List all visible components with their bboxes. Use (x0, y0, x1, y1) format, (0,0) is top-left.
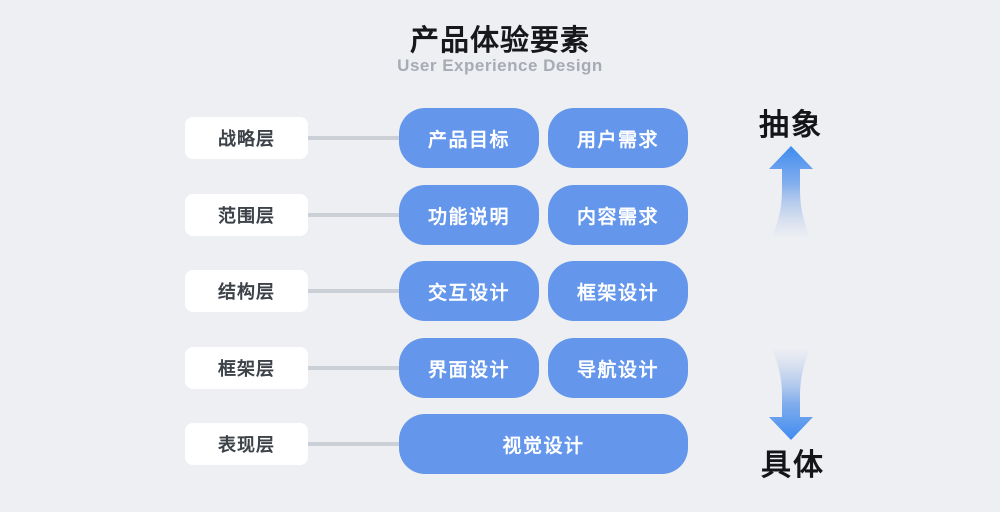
connector-line (308, 213, 399, 217)
box-group: 功能说明 内容需求 (399, 185, 688, 245)
concrete-label: 具体 (761, 449, 825, 482)
connector-line (308, 136, 399, 140)
layer-label-structure: 结构层 (185, 270, 308, 312)
page-subtitle: User Experience Design (397, 56, 603, 75)
connector-line (308, 289, 399, 293)
connector-line (308, 442, 399, 446)
layer-row-surface: 表现层 视觉设计 (185, 414, 688, 474)
element-box-product-goals: 产品目标 (399, 108, 539, 168)
connector-line (308, 366, 399, 370)
up-arrow-icon (768, 146, 814, 237)
layer-label-strategy: 战略层 (185, 117, 308, 159)
element-box-framework-design: 框架设计 (548, 261, 688, 321)
element-box-visual-design: 视觉设计 (399, 414, 688, 474)
layer-row-skeleton: 框架层 界面设计 导航设计 (185, 338, 688, 398)
layer-row-strategy: 战略层 产品目标 用户需求 (185, 108, 688, 168)
box-group: 界面设计 导航设计 (399, 338, 688, 398)
element-box-functional-specs: 功能说明 (399, 185, 539, 245)
layer-row-scope: 范围层 功能说明 内容需求 (185, 185, 688, 245)
page-title: 产品体验要素 (409, 25, 590, 57)
box-group: 产品目标 用户需求 (399, 108, 688, 168)
layer-label-surface: 表现层 (185, 423, 308, 465)
element-box-interface-design: 界面设计 (399, 338, 539, 398)
down-arrow-icon (768, 349, 814, 440)
layer-label-skeleton: 框架层 (185, 347, 308, 389)
element-box-user-needs: 用户需求 (548, 108, 688, 168)
element-box-interaction-design: 交互设计 (399, 261, 539, 321)
layer-label-scope: 范围层 (185, 194, 308, 236)
abstract-label: 抽象 (759, 109, 823, 142)
element-box-navigation-design: 导航设计 (548, 338, 688, 398)
box-group: 视觉设计 (399, 414, 688, 474)
layer-row-structure: 结构层 交互设计 框架设计 (185, 261, 688, 321)
box-group: 交互设计 框架设计 (399, 261, 688, 321)
element-box-content-requirements: 内容需求 (548, 185, 688, 245)
